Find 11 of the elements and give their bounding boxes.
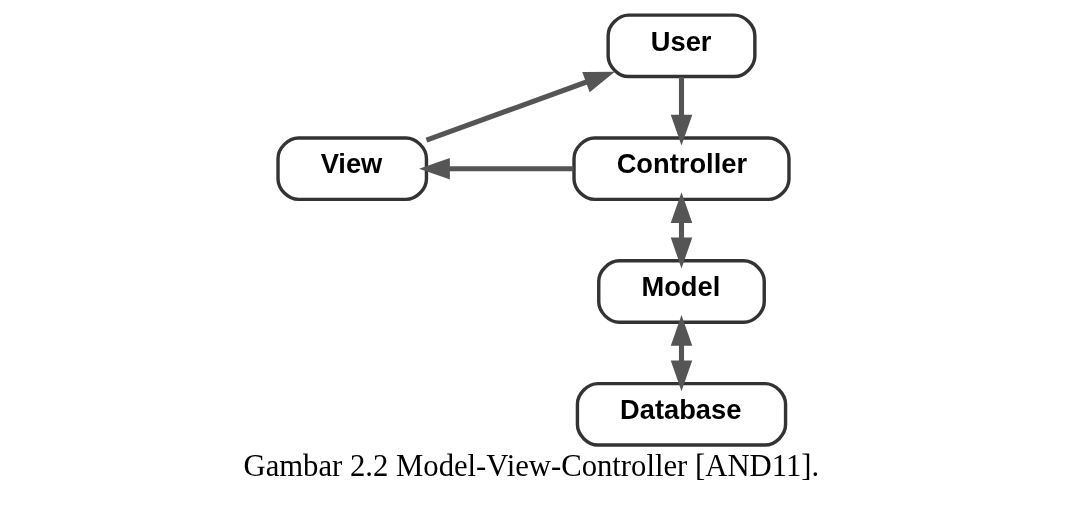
node-box: View bbox=[276, 136, 429, 202]
arrow bbox=[670, 192, 693, 269]
node-box: Controller bbox=[572, 136, 791, 202]
arrow bbox=[670, 315, 693, 392]
node-box: Model bbox=[597, 259, 766, 324]
arrow bbox=[670, 77, 693, 146]
node-box: Database bbox=[575, 381, 788, 447]
arrow bbox=[425, 71, 615, 143]
node-box: User bbox=[606, 13, 757, 79]
arrow bbox=[419, 157, 574, 180]
caption: Gambar 2.2 Model-View-Controller [AND11]. bbox=[243, 449, 820, 484]
